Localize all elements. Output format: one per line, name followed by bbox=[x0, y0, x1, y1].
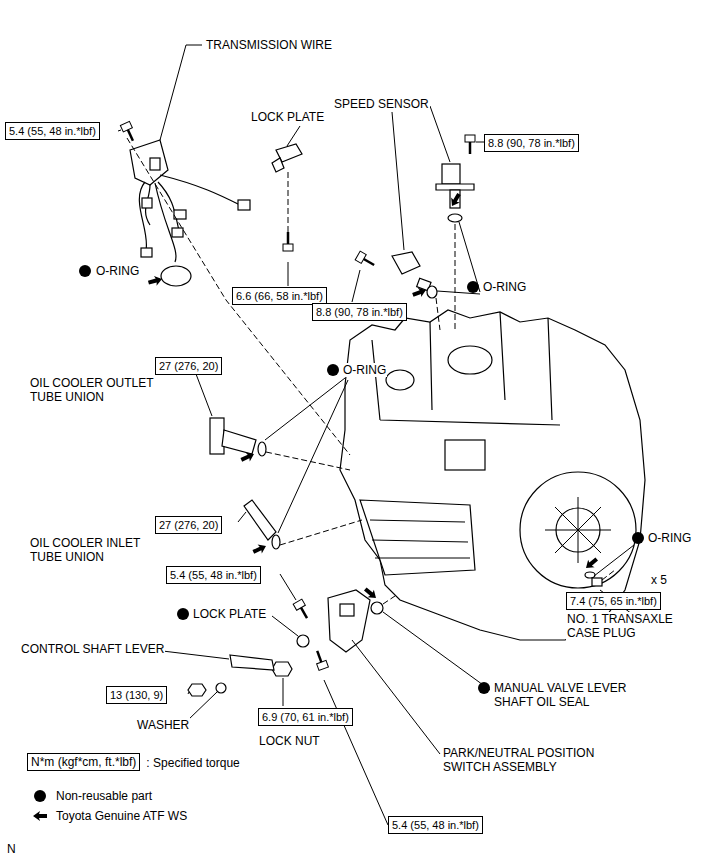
torque-value: 6.6 (66, 58 in.*lbf) bbox=[236, 290, 323, 302]
legend-text: Non-reusable part bbox=[55, 789, 153, 803]
part-label: OIL COOLER OUTLET TUBE UNION bbox=[29, 376, 171, 404]
torque-box: 13 (130, 9) bbox=[106, 686, 167, 704]
torque-value: 27 (276, 20) bbox=[159, 360, 218, 372]
part-label: O-RING bbox=[342, 363, 387, 377]
torque-box: 7.4 (75, 65 in.*lbf) bbox=[566, 592, 661, 610]
torque-value: 6.9 (70, 61 in.*lbf) bbox=[262, 711, 349, 723]
torque-value: 5.4 (55, 48 in.*lbf) bbox=[9, 125, 96, 137]
torque-value: 8.8 (90, 78 in.*lbf) bbox=[316, 306, 403, 318]
part-label: WASHER bbox=[136, 718, 190, 732]
part-label: NO. 1 TRANSAXLE CASE PLUG bbox=[566, 612, 693, 640]
part-label: TRANSMISSION WIRE bbox=[205, 38, 333, 52]
torque-box: 27 (276, 20) bbox=[155, 516, 222, 534]
torque-box: 8.8 (90, 78 in.*lbf) bbox=[312, 303, 407, 321]
quantity-label: x 5 bbox=[650, 573, 668, 587]
torque-value: 13 (130, 9) bbox=[110, 689, 163, 701]
part-label: OIL COOLER INLET TUBE UNION bbox=[29, 536, 171, 564]
figure-note: N bbox=[6, 842, 17, 855]
part-label: PARK/NEUTRAL POSITION SWITCH ASSEMBLY bbox=[442, 746, 629, 774]
torque-box: 5.4 (55, 48 in.*lbf) bbox=[5, 122, 100, 140]
torque-box: 8.8 (90, 78 in.*lbf) bbox=[484, 134, 579, 152]
part-label: O-RING bbox=[647, 531, 692, 545]
part-label: LOCK NUT bbox=[258, 734, 321, 748]
torque-box: 6.9 (70, 61 in.*lbf) bbox=[258, 708, 353, 726]
part-label: O-RING bbox=[482, 280, 527, 294]
torque-value: 7.4 (75, 65 in.*lbf) bbox=[570, 595, 657, 607]
torque-box: 27 (276, 20) bbox=[155, 357, 222, 375]
part-label: O-RING bbox=[95, 264, 140, 278]
part-label: CONTROL SHAFT LEVER bbox=[20, 642, 165, 656]
torque-value: 27 (276, 20) bbox=[159, 519, 218, 531]
legend-text: : Specified torque bbox=[145, 756, 240, 770]
torque-value: 5.4 (55, 48 in.*lbf) bbox=[392, 819, 479, 831]
legend-text: Toyota Genuine ATF WS bbox=[55, 809, 188, 823]
part-label: MANUAL VALVE LEVER SHAFT OIL SEAL bbox=[493, 681, 660, 709]
torque-value: N*m (kgf*cm, ft.*lbf) bbox=[31, 755, 136, 769]
torque-box: 5.4 (55, 48 in.*lbf) bbox=[166, 566, 261, 584]
torque-box: 5.4 (55, 48 in.*lbf) bbox=[388, 816, 483, 834]
torque-value: 8.8 (90, 78 in.*lbf) bbox=[488, 137, 575, 149]
part-label: LOCK PLATE bbox=[192, 607, 267, 621]
part-label: SPEED SENSOR bbox=[333, 97, 430, 111]
part-label: LOCK PLATE bbox=[250, 110, 325, 124]
legend-torque-box: N*m (kgf*cm, ft.*lbf) bbox=[27, 753, 140, 771]
torque-value: 5.4 (55, 48 in.*lbf) bbox=[170, 569, 257, 581]
